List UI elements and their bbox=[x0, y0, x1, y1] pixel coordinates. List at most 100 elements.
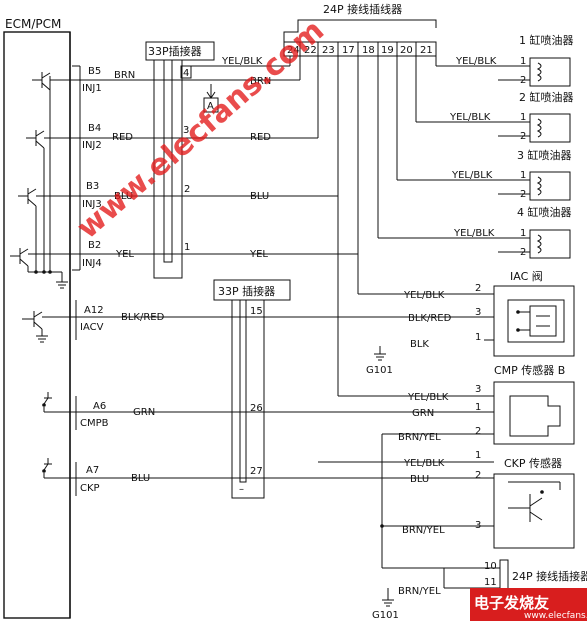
pin-24p-bottom-11: 11 bbox=[484, 577, 497, 588]
pin-24p-21: 21 bbox=[420, 45, 433, 56]
ckp-pin-1: 1 bbox=[475, 450, 481, 461]
wire-grn-1: GRN bbox=[133, 407, 155, 418]
pin-a7: A7 bbox=[86, 465, 99, 476]
pin-cmpb: CMPB bbox=[80, 418, 109, 429]
ground-g101-mid-label: G101 bbox=[366, 365, 393, 376]
ecm-title: ECM/PCM bbox=[5, 17, 61, 31]
wire-yel-1: YEL bbox=[115, 249, 134, 260]
connector-33p-a-label: 33P插接器 bbox=[148, 44, 202, 58]
ecm-block: ECM/PCM bbox=[3, 17, 71, 619]
pin-inj3: INJ3 bbox=[82, 199, 102, 210]
cmp-sensor-label: CMP 传感器 B bbox=[494, 364, 565, 377]
pin-24p-17: 17 bbox=[342, 45, 355, 56]
connector-24p-bottom-label: 24P 接线插接器 bbox=[512, 569, 587, 583]
ecm-pin-labels: B5 INJ1 B4 INJ2 B3 INJ3 B2 INJ4 A12 IACV… bbox=[80, 66, 109, 494]
pin-33p-a-3: 3 bbox=[183, 125, 189, 136]
wire-yel-blk-inj2: YEL/BLK bbox=[449, 112, 491, 123]
injector-3: 3 缸喷油器 1 2 bbox=[514, 148, 572, 201]
injector-1-label: 1 缸喷油器 bbox=[519, 33, 574, 47]
iac-valve-label: IAC 阀 bbox=[510, 269, 543, 283]
pin-24p-18: 18 bbox=[362, 45, 375, 56]
wire-yel-blk-cmp: YEL/BLK bbox=[407, 392, 449, 403]
wire-brn-2: BRN bbox=[250, 76, 271, 87]
wire-yel-blk-inj3: YEL/BLK bbox=[451, 170, 493, 181]
wire-blk-red-1: BLK/RED bbox=[121, 312, 165, 323]
pin-24p-23: 23 bbox=[322, 45, 335, 56]
cmp-pin-1: 1 bbox=[475, 402, 481, 413]
pin-ckp: CKP bbox=[80, 483, 100, 494]
wire-yel-blk-iac: YEL/BLK bbox=[403, 290, 445, 301]
injector-returns bbox=[498, 79, 514, 253]
ground-g101-bottom-label: G101 bbox=[372, 610, 399, 621]
inj4-pin-1: 1 bbox=[520, 228, 526, 239]
pin-33p-a-1: 1 bbox=[184, 242, 190, 253]
iac-pin-2: 2 bbox=[475, 283, 481, 294]
wire-yel-blk-inj1: YEL/BLK bbox=[455, 56, 497, 67]
inj2-pin-1: 1 bbox=[520, 112, 526, 123]
ckp-sensor: CKP 传感器 1 2 3 YEL/BLK BLU BLU BRN/YEL bbox=[80, 450, 575, 549]
pin-a6: A6 bbox=[93, 401, 106, 412]
pin-24p-22: 22 bbox=[304, 45, 317, 56]
wire-red-1: RED bbox=[112, 132, 133, 143]
wire-blu-2: BLU bbox=[250, 191, 269, 202]
logo-cn-text: 电子发烧友 bbox=[474, 594, 549, 612]
pin-33p-b-minus: – bbox=[239, 484, 244, 495]
wire-grn-2: GRN bbox=[412, 408, 434, 419]
wire-blu-1: BLU bbox=[114, 191, 133, 202]
pin-iacv: IACV bbox=[80, 322, 104, 333]
pin-inj1: INJ1 bbox=[82, 83, 102, 94]
iac-pin-1: 1 bbox=[475, 332, 481, 343]
inj1-pin-1: 1 bbox=[520, 56, 526, 67]
pin-inj2: INJ2 bbox=[82, 140, 102, 151]
wire-brn-yel-cmp: BRN/YEL bbox=[398, 432, 441, 443]
pin-b5: B5 bbox=[88, 66, 101, 77]
pin-b4: B4 bbox=[88, 123, 101, 134]
wire-red-2: RED bbox=[250, 132, 271, 143]
ckp-pin-2: 2 bbox=[475, 470, 481, 481]
wire-blu-ckp-2: BLU bbox=[410, 474, 429, 485]
wire-blu-ckp-1: BLU bbox=[131, 473, 150, 484]
site-logo: 电子发烧友 www.elecfans.com bbox=[470, 588, 587, 621]
injector-2-label: 2 缸喷油器 bbox=[519, 90, 574, 104]
connector-24p-top: 24P 接线插线器 24 22 23 17 18 19 20 21 bbox=[283, 2, 437, 57]
inj3-pin-1: 1 bbox=[520, 170, 526, 181]
wire-brn-1: BRN bbox=[114, 70, 135, 81]
pin-33p-b-27: 27 bbox=[250, 466, 263, 477]
logo-en-text: www.elecfans.com bbox=[524, 611, 587, 621]
brn-yel-bus: BRN/YEL bbox=[380, 434, 500, 597]
injector-2: 2 缸喷油器 1 2 bbox=[514, 90, 574, 143]
connector-33p-b: 33P 插接器 15 26 27 – bbox=[213, 279, 291, 499]
wire-blk-red-2: BLK/RED bbox=[408, 313, 452, 324]
pin-b2: B2 bbox=[88, 240, 101, 251]
injector-4-label: 4 缸喷油器 bbox=[517, 205, 572, 219]
wire-brn-yel-bottom: BRN/YEL bbox=[398, 586, 441, 597]
pin-33p-a-2: 2 bbox=[184, 184, 190, 195]
ecm-drivers bbox=[10, 65, 81, 496]
ckp-sensor-label: CKP 传感器 bbox=[504, 457, 562, 470]
pin-33p-a-4: 4 bbox=[183, 68, 189, 79]
connector-33p-a: 33P插接器 4 3 2 1 A bbox=[145, 41, 219, 279]
iac-pin-3: 3 bbox=[475, 307, 481, 318]
cmp-sensor: CMP 传感器 B 3 1 2 YEL/BLK GRN GRN BRN/YEL bbox=[80, 364, 575, 445]
injector-4: 4 缸喷油器 1 2 bbox=[514, 205, 572, 259]
cmp-pin-3: 3 bbox=[475, 384, 481, 395]
wire-blk-iac: BLK bbox=[410, 339, 429, 350]
pin-24p-bottom-10: 10 bbox=[484, 561, 497, 572]
injector-1: 1 缸喷油器 1 2 bbox=[514, 33, 574, 87]
connector-24p-top-label: 24P 接线插线器 bbox=[323, 2, 402, 16]
ground-g101-mid: G101 bbox=[366, 346, 393, 376]
injector-3-label: 3 缸喷油器 bbox=[517, 148, 572, 162]
wire-brn-yel-ckp: BRN/YEL bbox=[402, 525, 445, 536]
cmp-pin-2: 2 bbox=[475, 426, 481, 437]
pin-33p-b-26: 26 bbox=[250, 403, 263, 414]
wire-yel-blk-a: YEL/BLK bbox=[221, 56, 263, 67]
wire-yel-2: YEL bbox=[249, 249, 268, 260]
pin-inj4: INJ4 bbox=[82, 258, 102, 269]
iac-valve: IAC 阀 2 3 1 YEL/BLK BLK/RED BLK/RED BLK bbox=[80, 269, 575, 357]
pin-24p-24: 24 bbox=[287, 45, 300, 56]
pin-33p-b-15: 15 bbox=[250, 306, 263, 317]
ground-g101-bottom: G101 bbox=[372, 588, 399, 621]
connector-33p-b-label: 33P 插接器 bbox=[218, 284, 275, 298]
injector-wiring: BRN BRN YEL/BLK RED RED BLU BLU YEL YEL … bbox=[80, 56, 514, 396]
